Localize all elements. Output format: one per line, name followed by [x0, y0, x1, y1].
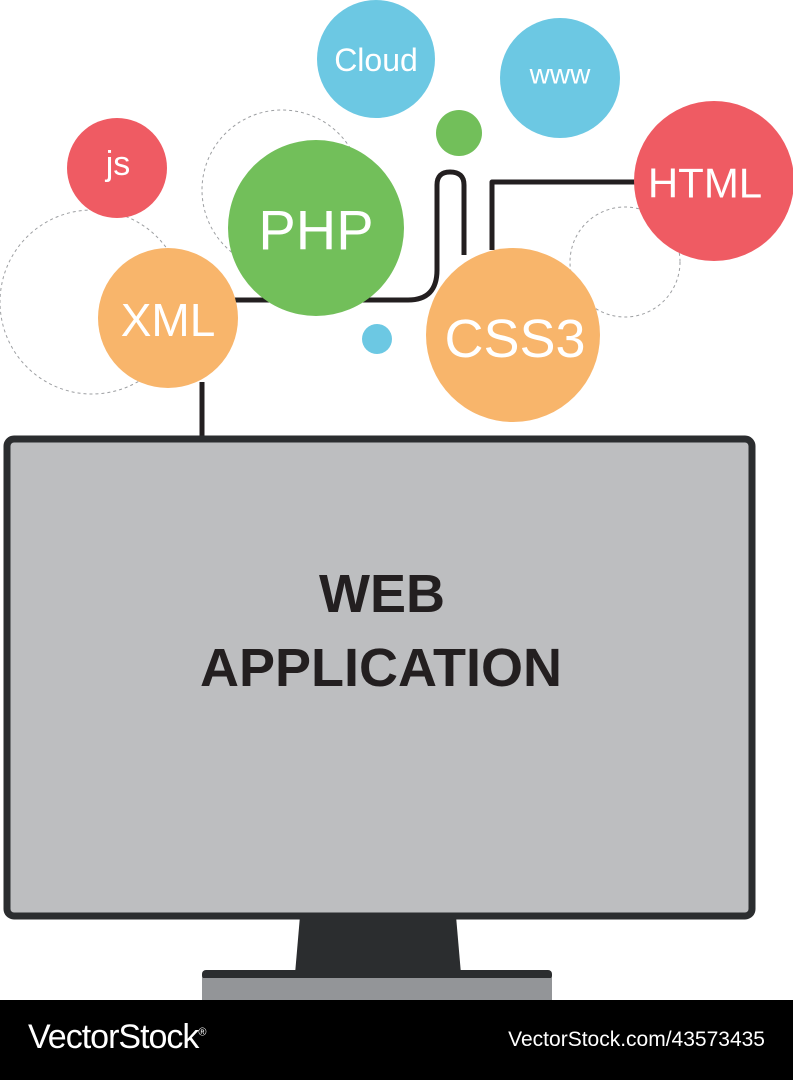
- bubble-cloud: Cloud: [317, 0, 435, 118]
- bubble-www: www: [500, 18, 620, 138]
- connector-lines: [199, 169, 636, 440]
- dot-green: [436, 110, 482, 156]
- connector-css3-to-html: [489, 179, 636, 250]
- bubble-xml: XML: [98, 248, 238, 388]
- bubble-js-label: js: [105, 145, 131, 183]
- bubble-html-label: HTML: [648, 160, 762, 207]
- bubble-css3: CSS3: [426, 248, 600, 422]
- bubble-cloud-label: Cloud: [334, 42, 418, 78]
- monitor-base-top: [202, 970, 552, 980]
- bubble-www-label: www: [529, 59, 591, 90]
- vectorstock-logo: VectorStock®: [28, 1018, 207, 1057]
- monitor-base: [202, 978, 552, 1000]
- bubble-css3-label: CSS3: [444, 309, 585, 369]
- bubble-js: js: [67, 118, 167, 218]
- monitor-title-line1: WEB: [319, 564, 445, 624]
- connector-xml-to-css3: [235, 169, 467, 303]
- bubble-html: HTML: [634, 101, 793, 261]
- monitor-screen: [3, 435, 756, 920]
- vectorstock-logo-text: VectorStock: [28, 1018, 199, 1056]
- monitor-title-line2: APPLICATION: [200, 638, 562, 698]
- monitor: WEB APPLICATION: [3, 435, 756, 1000]
- watermark-footer: VectorStock® VectorStock.com/43573435: [0, 1000, 793, 1080]
- image-credit: VectorStock.com/43573435: [508, 1028, 765, 1051]
- monitor-neck: [295, 916, 461, 974]
- bubble-php: PHP: [228, 140, 404, 316]
- registered-mark: ®: [198, 1026, 206, 1039]
- web-application-illustration: Cloud www js PHP HTML XML CSS3 WEB APPLI…: [0, 0, 793, 1000]
- dot-blue: [362, 324, 392, 354]
- bubble-xml-label: XML: [121, 294, 216, 346]
- dashed-ring-right: [569, 206, 681, 318]
- bubble-php-label: PHP: [258, 199, 373, 262]
